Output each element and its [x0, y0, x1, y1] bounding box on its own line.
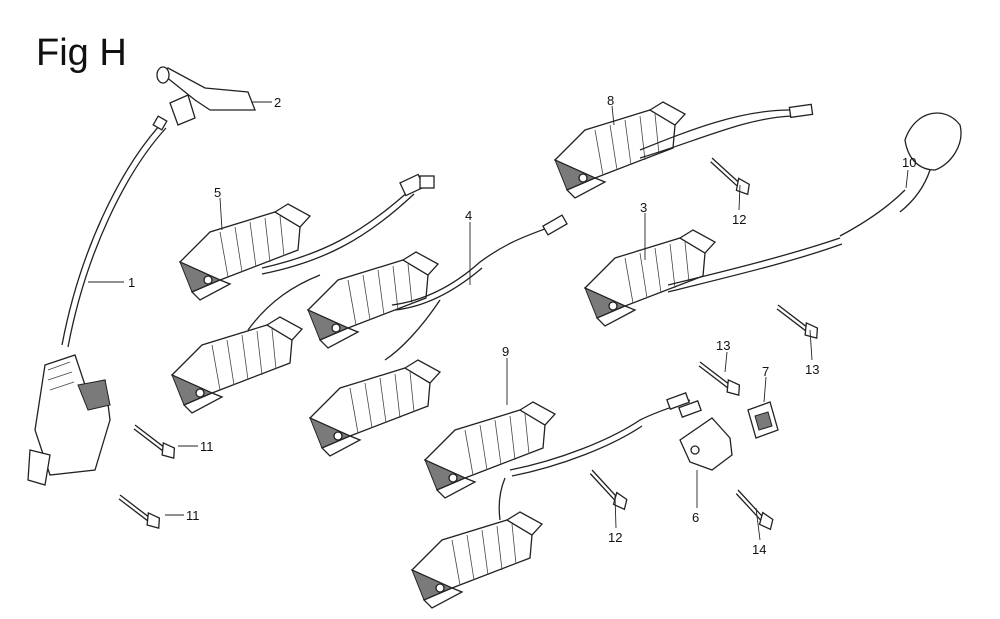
callout-11-upper: 11: [200, 439, 214, 454]
callout-10: 10: [902, 155, 916, 170]
part-9-coil: [424, 401, 556, 499]
bolt-12b: [582, 469, 635, 511]
bolt-13b: [771, 304, 824, 339]
callout-13-lower: 13: [805, 362, 819, 377]
callout-labels: 1 2 3 4 5 6 7 8 9 10 11 11 12 12 13 13 1…: [128, 93, 916, 557]
callout-11-lower: 11: [186, 508, 200, 523]
callout-1: 1: [128, 275, 135, 290]
part-4-coil-lower: [309, 359, 441, 457]
bolt-14: [728, 489, 781, 531]
bolt-11b: [113, 494, 166, 529]
wire-harnesses: [247, 103, 962, 521]
callout-5: 5: [214, 185, 221, 200]
callout-13-upper: 13: [716, 338, 730, 353]
bolt-13a: [693, 361, 746, 396]
callout-12-lower: 12: [608, 530, 622, 545]
callout-7: 7: [762, 364, 769, 379]
callout-12-upper: 12: [732, 212, 746, 227]
part-4-coil: [307, 251, 439, 349]
figure-title: Fig H: [36, 32, 127, 74]
callout-3: 3: [640, 200, 647, 215]
part-1-ignition-coil: [27, 115, 168, 486]
bolt-11a: [128, 424, 181, 459]
part-5-coil: [179, 203, 311, 301]
part-9-coil-lower: [411, 511, 543, 609]
callout-8: 8: [607, 93, 614, 108]
part-6-bracket: [679, 417, 733, 471]
part-7-connector: [747, 401, 779, 439]
callout-2: 2: [274, 95, 281, 110]
callout-6: 6: [692, 510, 699, 525]
bolt-12a: [703, 157, 756, 196]
callout-4: 4: [465, 208, 472, 223]
part-5-coil-lower: [171, 316, 303, 414]
callout-9: 9: [502, 344, 509, 359]
callout-14: 14: [752, 542, 766, 557]
part-2-plug-cap: [156, 66, 256, 126]
callout-leaders: [88, 101, 909, 541]
